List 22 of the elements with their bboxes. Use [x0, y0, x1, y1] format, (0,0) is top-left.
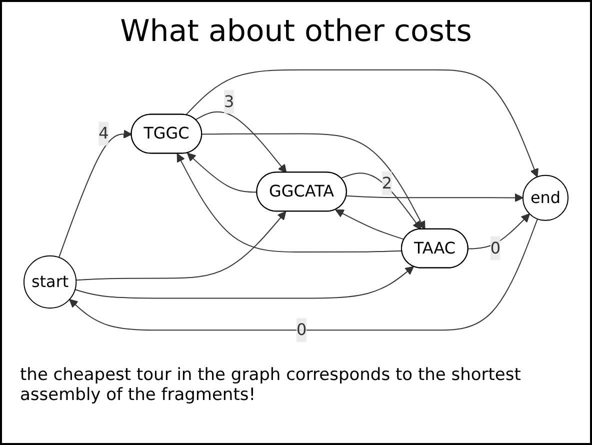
edge-label: 0	[490, 238, 500, 258]
arrow	[185, 69, 538, 178]
edge-label: 2	[382, 173, 392, 192]
edge-label: 0	[296, 320, 307, 340]
arrow	[335, 209, 405, 240]
arrow	[58, 130, 132, 258]
arrow	[74, 266, 414, 299]
arrow	[340, 172, 422, 230]
arrow	[202, 133, 426, 230]
node-circle: end	[522, 174, 569, 221]
arrow	[186, 152, 258, 193]
arrow	[346, 193, 524, 202]
arrow	[195, 111, 287, 174]
arrow	[176, 153, 403, 253]
caption: the cheapest tour in the graph corresponds to the shortest assembly of the fragments!	[20, 365, 522, 405]
node-circle: start	[23, 255, 77, 309]
edge-label: 4	[98, 124, 109, 143]
arrow	[76, 211, 286, 281]
arrow	[468, 213, 530, 250]
arrow	[69, 218, 538, 331]
slide-title: What about other costs	[120, 14, 472, 49]
edge-label: 3	[224, 92, 234, 111]
